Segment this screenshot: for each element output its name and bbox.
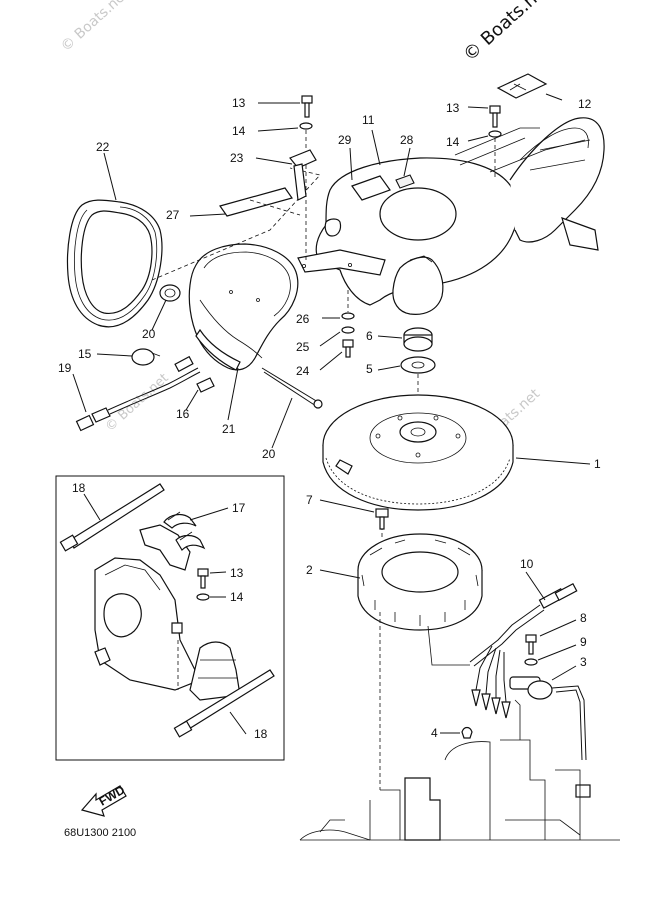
callout-18-bottom: 18 [254,727,268,741]
bolt-13-right [489,105,501,128]
grommet-20 [159,284,181,302]
pulser-coil-3 [509,676,591,798]
callout-16: 16 [176,407,190,421]
tag-16 [196,377,215,393]
callouts: 1 2 3 4 5 6 7 8 9 10 11 12 13 13 13 14 1… [58,96,601,741]
leader-lines [72,93,591,735]
harness-10 [469,582,578,719]
tie-strap-18-bottom [173,669,275,738]
callout-7: 7 [306,493,313,507]
flywheel-1 [322,394,514,511]
callout-14-inset: 14 [230,590,244,604]
callout-25: 25 [296,340,310,354]
sensor-cable-19 [75,355,201,432]
inset-box [55,475,285,761]
callout-4: 4 [431,726,438,740]
callout-3: 3 [580,655,587,669]
bolt-13-left [301,95,313,118]
engine-base [299,612,620,841]
callout-11: 11 [362,113,375,127]
bracket-23 [289,149,317,201]
flywheel-cover-11 [297,117,605,315]
hose-20 [261,367,323,409]
callout-9: 9 [580,635,587,649]
washer-14-inset [196,593,210,601]
cap-15 [131,348,161,366]
callout-1: 1 [594,457,601,471]
callout-26: 26 [296,312,310,326]
nut-6 [403,327,433,352]
diagram-code: 68U1300 2100 [64,827,136,839]
callout-29: 29 [338,133,352,147]
watermark-left: © Boats.net [103,371,172,435]
callout-14-left: 14 [232,124,246,138]
key-4 [461,726,473,739]
plate-12 [496,73,548,99]
stator-2 [357,533,483,666]
tie-strap-18-top [59,483,165,552]
label-27 [151,167,321,281]
bolt-7 [375,508,389,530]
callout-24: 24 [296,364,310,378]
callout-6: 6 [366,329,373,343]
washer-25 [341,326,355,334]
callout-20-hose: 20 [262,447,276,461]
bolt-8 [525,634,537,655]
callout-2: 2 [306,563,313,577]
bolt-13-inset [197,568,209,589]
callout-18-top: 18 [72,481,86,495]
callout-22: 22 [96,140,110,154]
silencer-cover-21 [188,243,299,371]
callout-19: 19 [58,361,72,375]
seal-ring-22 [66,199,163,328]
washer-9 [524,658,538,666]
washer-26 [341,312,355,320]
watermark-top-right: © Boats.net [459,0,555,66]
fwd-arrow: FWD [80,783,127,817]
callout-10: 10 [520,557,534,571]
washer-5 [400,356,436,374]
callout-17: 17 [232,501,246,515]
callout-13-left: 13 [232,96,246,110]
callout-21: 21 [222,422,236,436]
watermark-top-left: © Boats.net [58,0,133,55]
callout-28: 28 [400,133,414,147]
callout-13-inset: 13 [230,566,244,580]
callout-12: 12 [578,97,592,111]
callout-14-right: 14 [446,135,460,149]
callout-8: 8 [580,611,587,625]
bolt-24 [342,339,354,358]
washer-14-left [299,122,313,130]
inset-bracket [94,524,241,701]
clamp-17 [163,511,206,551]
callout-15: 15 [78,347,92,361]
callout-13-right: 13 [446,101,460,115]
washer-14-right [488,130,502,138]
callout-20-grommet: 20 [142,327,156,341]
callout-27: 27 [166,208,180,222]
callout-23: 23 [230,151,244,165]
callout-5: 5 [366,362,373,376]
